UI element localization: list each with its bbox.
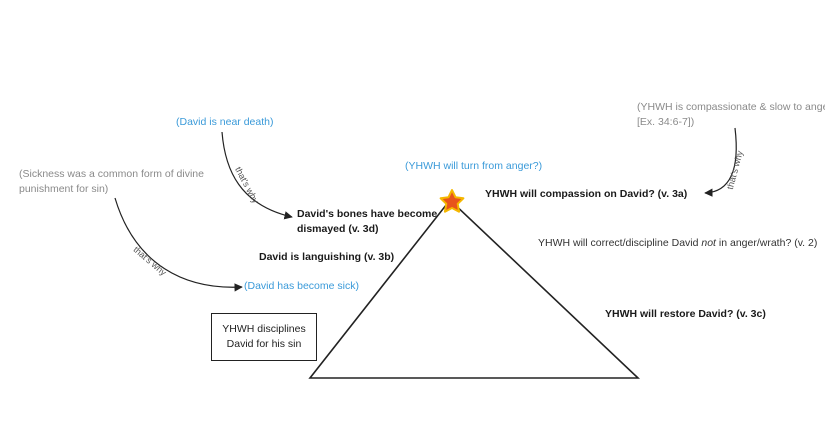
box-line2: David for his sin [226, 338, 302, 350]
box-line1: YHWH disciplines [222, 323, 306, 335]
sickness-line1: (Sickness was a common form of divine [19, 168, 204, 180]
correct-text-after: in anger/wrath? (v. 2) [715, 237, 818, 249]
discipline-box: YHWH disciplines David for his sin [211, 313, 317, 361]
connector-sickness-to-become-sick [114, 197, 243, 292]
near-death-node: (David is near death) [176, 116, 274, 128]
star-icon [439, 189, 465, 213]
sickness-node: (Sickness was a common form of divine pu… [19, 167, 204, 197]
correct-discipline-node: YHWH will correct/discipline David not i… [538, 236, 817, 251]
correct-text-before: YHWH will correct/discipline David [538, 237, 702, 249]
connector-near-death-to-bones [221, 131, 293, 220]
compassion-david-node: YHWH will compassion on David? (v. 3a) [485, 188, 688, 200]
compassionate-node: (YHWH is compassionate & slow to anger [… [637, 100, 825, 130]
connector-compassionate-to-compassion [704, 127, 737, 197]
bones-line1: David's bones have become [297, 208, 438, 220]
bones-node: David's bones have become dismayed (v. 3… [297, 207, 437, 237]
correct-text-italic: not [701, 237, 716, 249]
sickness-line2: punishment for sin) [19, 183, 109, 195]
turn-from-anger-node: (YHWH will turn from anger?) [405, 160, 543, 172]
become-sick-node: (David has become sick) [244, 280, 359, 292]
compassionate-ref-text: [Ex. 34:6-7]) [637, 116, 695, 128]
compassionate-text: (YHWH is compassionate & slow to anger [637, 101, 825, 113]
languishing-node: David is languishing (v. 3b) [259, 251, 395, 263]
restore-node: YHWH will restore David? (v. 3c) [605, 308, 766, 320]
bones-line2: dismayed (v. 3d) [297, 223, 379, 235]
triangle-shape [308, 198, 641, 379]
